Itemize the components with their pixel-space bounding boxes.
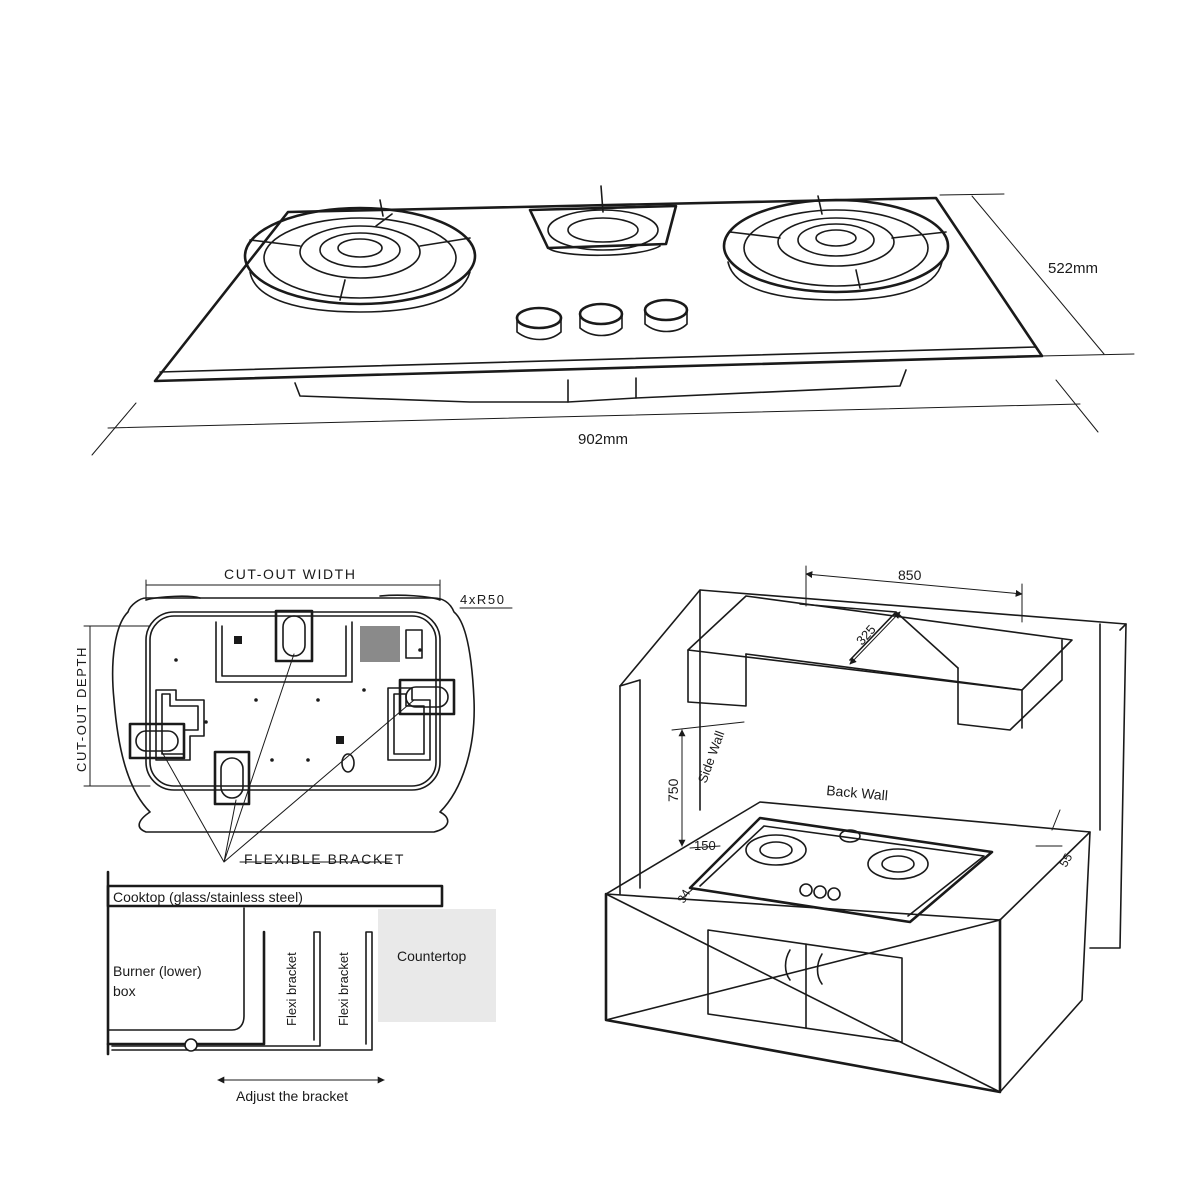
- right-burner: [722, 195, 950, 301]
- flexible-bracket-label: FLEXIBLE BRACKET: [244, 851, 405, 867]
- cutout-template: [83, 579, 513, 863]
- hob-width-label: 902mm: [578, 431, 628, 448]
- cutout-depth-label: CUT-OUT DEPTH: [74, 646, 89, 772]
- burner-box-label-line1: Burner (lower): [113, 963, 202, 979]
- back-wall-label: Back Wall: [826, 782, 889, 803]
- hood-depth-label: 325: [853, 622, 879, 648]
- installation-perspective: [604, 565, 1127, 1094]
- bracket-bottom: [213, 750, 251, 806]
- front-gap-label: 34: [674, 887, 693, 906]
- bracket-left: [128, 722, 186, 760]
- countertop-block: [378, 909, 496, 1022]
- bracket-top: [274, 609, 314, 663]
- center-burner: [528, 185, 678, 257]
- burner-box-label-line2: box: [113, 983, 136, 999]
- height-clearance-label: 750: [665, 778, 681, 802]
- hob-depth-label: 522mm: [1048, 260, 1098, 277]
- cooktop-label: Cooktop (glass/stainless steel): [113, 889, 303, 905]
- flexi-bracket-label-2: Flexi bracket: [336, 952, 351, 1026]
- adjust-bracket-label: Adjust the bracket: [236, 1088, 348, 1104]
- section-view: [106, 870, 496, 1084]
- hob-perspective: [91, 185, 1135, 456]
- side-gap-label: 150: [694, 838, 716, 853]
- left-burner: [243, 199, 477, 313]
- cutout-width-label: CUT-OUT WIDTH: [224, 566, 357, 582]
- control-knobs: [515, 298, 689, 341]
- countertop-label: Countertop: [397, 948, 466, 964]
- cutout-radius-label: 4xR50: [460, 592, 506, 607]
- hood-width-label: 850: [898, 567, 922, 583]
- flexi-bracket-label-1: Flexi bracket: [284, 952, 299, 1026]
- bracket-right: [398, 678, 456, 716]
- back-gap-label: 55: [1056, 851, 1075, 870]
